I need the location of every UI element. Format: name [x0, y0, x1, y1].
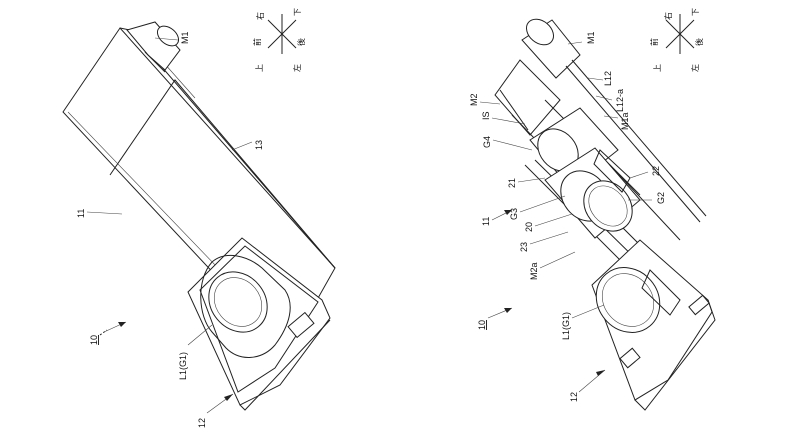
- compass-left-left: 左: [292, 64, 302, 72]
- label-left-13: 13: [254, 140, 264, 150]
- right-assembly-figure: M1 L12 L12-a M1a M2 IS G4 21 22 G2 G3 20…: [469, 18, 716, 411]
- label-right-g3: G3: [509, 208, 519, 220]
- label-left-10: 10: [89, 335, 99, 345]
- compass-right-down: 下: [691, 8, 700, 16]
- label-right-23: 23: [519, 242, 529, 252]
- left-motor: [126, 21, 181, 73]
- right-compass: 右 下 前 後 上 左: [649, 8, 704, 72]
- compass-right-left: 左: [690, 64, 700, 72]
- label-left-11: 11: [76, 209, 86, 218]
- compass-right-up: 上: [653, 64, 662, 72]
- compass-left-front: 前: [252, 38, 262, 46]
- left-lens-element: [208, 271, 268, 333]
- label-right-l12a: L12-a: [615, 89, 625, 112]
- label-right-m2: M2: [469, 93, 479, 106]
- compass-left-right: 右: [255, 12, 265, 20]
- label-left-m1: M1: [180, 31, 190, 44]
- label-right-m1a: M1a: [620, 112, 630, 130]
- label-right-g2: G2: [656, 192, 666, 204]
- label-right-12: 12: [569, 392, 579, 402]
- right-lens-g2: [583, 180, 633, 232]
- label-right-m1: M1: [586, 31, 596, 44]
- compass-left-up: 上: [255, 64, 264, 72]
- label-right-g4: G4: [482, 136, 492, 148]
- label-right-21: 21: [507, 178, 517, 188]
- left-compass: 右 下 前 後 上 左: [252, 8, 306, 72]
- right-front-module: [591, 239, 716, 411]
- left-front-module: [187, 237, 331, 411]
- compass-right-right: 右: [663, 12, 673, 20]
- label-right-11: 11: [481, 217, 491, 226]
- label-left-l1: L1(G1): [178, 352, 188, 380]
- label-right-is: IS: [481, 111, 491, 120]
- label-right-l12: L12: [603, 71, 613, 86]
- right-motor-m1: [521, 18, 707, 223]
- label-right-20: 20: [524, 222, 534, 232]
- compass-left-down: 下: [293, 8, 302, 16]
- compass-right-back: 後: [694, 38, 704, 46]
- label-right-22: 22: [651, 166, 661, 176]
- compass-left-back: 後: [296, 38, 306, 46]
- left-assembly-figure: M1 13 11 L1(G1) 12 10: [62, 21, 336, 428]
- label-right-10: 10: [477, 320, 487, 330]
- label-left-12: 12: [197, 418, 207, 428]
- label-right-m2a: M2a: [529, 262, 539, 280]
- compass-right-front: 前: [649, 38, 659, 46]
- label-right-l1: L1(G1): [561, 312, 571, 340]
